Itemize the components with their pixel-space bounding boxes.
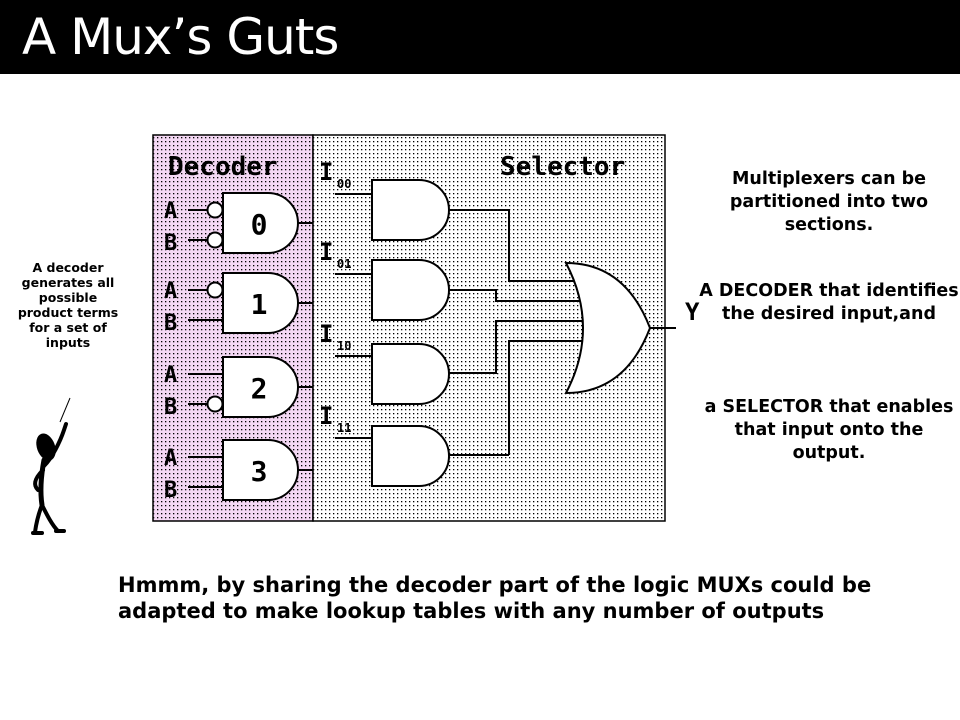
- wire-and1-or: [449, 289, 590, 302]
- decoder-gate-number: 3: [251, 455, 268, 488]
- decoder-and-gate-body: [222, 272, 299, 334]
- selector-and-gate-0: [371, 179, 450, 241]
- bottom-text: Hmmm, by sharing the decoder part of the…: [118, 573, 872, 623]
- data-input-subscript: 10: [337, 339, 351, 353]
- or-gate: [564, 261, 652, 395]
- decoder-gate-1: AB 1: [164, 272, 313, 336]
- decoder-input-b-label: B: [164, 311, 177, 336]
- decoder-and-gate-body: [222, 439, 299, 501]
- figure-right-leg: [40, 503, 60, 533]
- figure-pointing-arm: [42, 422, 68, 468]
- decoder-and-gate-body: [222, 356, 299, 418]
- right-paragraph-1: Multiplexers can be partitioned into two…: [729, 169, 929, 235]
- decoder-input-a-label: A: [164, 363, 177, 388]
- decoder-gate-number: 1: [251, 288, 268, 321]
- data-input-letter: I: [319, 402, 333, 430]
- right-paragraph-2: A DECODER that identifies the desired in…: [699, 281, 959, 324]
- data-input-letter: I: [319, 238, 333, 266]
- wire-and0-or: [508, 210, 585, 282]
- slide-title: A Mux’s Guts: [22, 8, 339, 66]
- decoder-input-a-label: A: [164, 199, 177, 224]
- figure-hip-arm: [33, 468, 45, 492]
- inversion-bubble: [206, 201, 224, 219]
- side-note: A decoder generates all possible product…: [17, 260, 119, 350]
- decoder-gate-2: AB 2: [164, 356, 313, 420]
- inversion-bubble: [206, 395, 224, 413]
- stick-figure: [31, 397, 71, 535]
- decoder-gate-number: 2: [251, 372, 268, 405]
- selector-gates: [371, 179, 450, 487]
- decoder-label: Decoder: [168, 152, 278, 182]
- data-input-subscript: 01: [337, 257, 351, 271]
- pointer-line: [59, 397, 71, 423]
- inversion-bubble: [206, 281, 224, 299]
- selector-label: Selector: [500, 152, 625, 182]
- right-paragraph-3: a SELECTOR that enables that input onto …: [704, 397, 954, 463]
- figure-left-leg: [33, 503, 44, 534]
- decoder-gate-3: AB 3: [164, 439, 313, 503]
- decoder-and-gate-body: [222, 192, 299, 254]
- data-input-letter: I: [319, 158, 333, 186]
- decoder-input-a-label: A: [164, 446, 177, 471]
- decoder-gate-number: 0: [251, 208, 268, 241]
- decoder-input-b-label: B: [164, 478, 177, 503]
- decoder-input-b-label: B: [164, 395, 177, 420]
- selector-and-gate-3: [371, 425, 450, 487]
- data-input-11: I 11: [319, 402, 372, 439]
- wire-and2-or: [449, 320, 590, 374]
- decoder-input-b-label: B: [164, 231, 177, 256]
- data-input-00: I 00: [319, 158, 372, 195]
- data-input-subscript: 00: [337, 177, 351, 191]
- title-bar: A Mux’s Guts: [0, 0, 960, 74]
- data-input-10: I 10: [319, 320, 372, 357]
- decoder-input-a-label: A: [164, 279, 177, 304]
- inversion-bubble: [206, 231, 224, 249]
- decoder-gate-0: AB 0: [164, 192, 313, 256]
- output-label: Y: [685, 298, 700, 326]
- selector-and-gate-2: [371, 343, 450, 405]
- selector-and-gate-1: [371, 259, 450, 321]
- data-input-01: I 01: [319, 238, 372, 275]
- data-input-subscript: 11: [337, 421, 351, 435]
- wire-and3-or: [508, 340, 585, 455]
- data-input-letter: I: [319, 320, 333, 348]
